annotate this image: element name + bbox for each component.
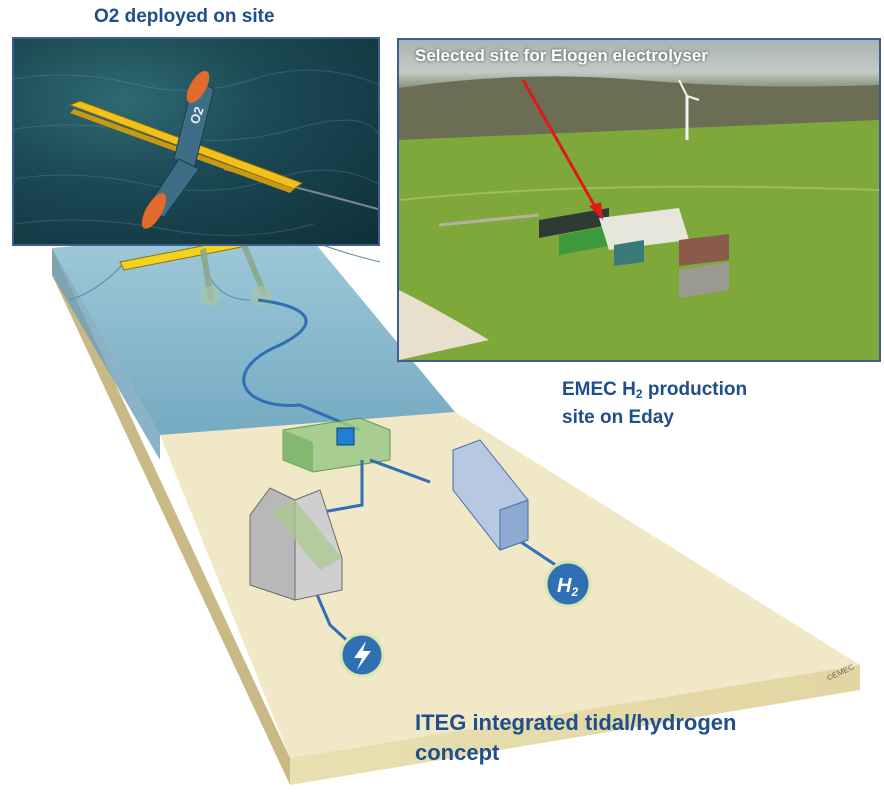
land-surface xyxy=(160,412,860,758)
substation-building xyxy=(282,417,391,473)
electrolyser-container xyxy=(452,439,529,551)
slab-front-face xyxy=(290,665,860,785)
iteg-title: ITEG integrated tidal/hydrogen concept xyxy=(415,708,736,768)
site-caption: Selected site for Elogen electrolyser xyxy=(415,46,708,65)
sea-depth xyxy=(52,248,160,460)
emec-title-line1: EMEC H2 production xyxy=(562,379,748,401)
emec-site-illustration xyxy=(399,76,879,360)
iteg-title-line1: ITEG integrated tidal/hydrogen xyxy=(415,710,737,735)
lightning-bolt-icon xyxy=(339,632,385,678)
o2-turbine-illustration: O2 xyxy=(14,69,378,236)
iteg-title-line2: concept xyxy=(415,740,500,765)
turbine-hull-text: O2 xyxy=(187,105,207,126)
power-building xyxy=(249,487,343,601)
h2-icon: H2 xyxy=(544,560,592,608)
emec-title: EMEC H2 production site on Eday xyxy=(562,378,747,430)
sea-surface xyxy=(52,225,455,435)
emec-title-line2: site on Eday xyxy=(562,407,674,428)
o2-title: O2 deployed on site xyxy=(94,6,275,27)
red-pointer-arrow xyxy=(521,79,599,211)
subsea-cable xyxy=(242,298,361,432)
o2-turbine-photo: O2 xyxy=(12,37,380,246)
emec-site-photo: Selected site for Elogen electrolyser xyxy=(397,38,881,362)
slab-left-face xyxy=(52,248,290,785)
